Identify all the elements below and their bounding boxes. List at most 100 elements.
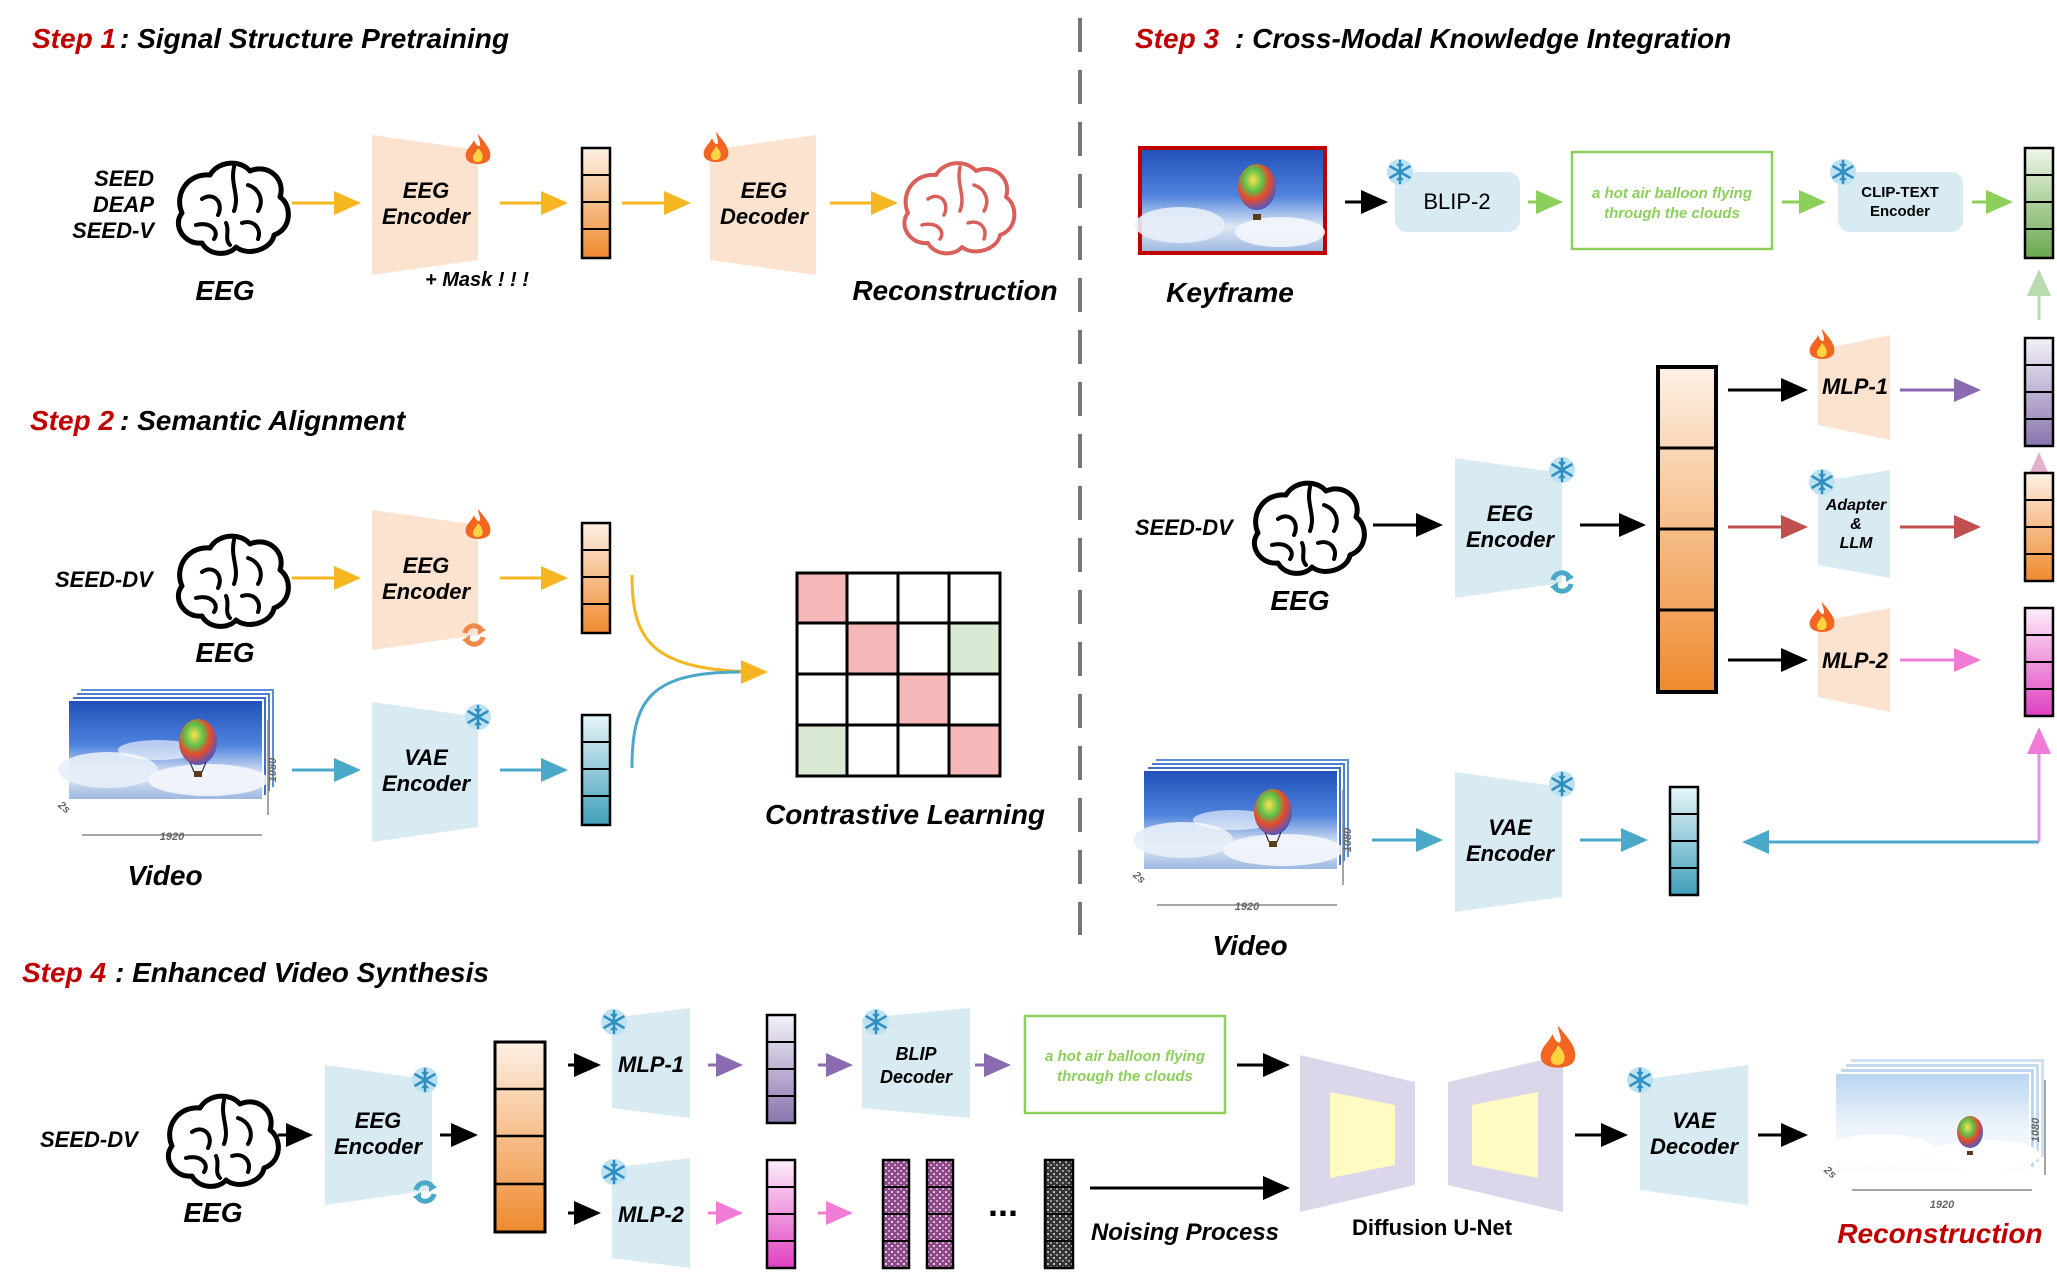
step3-video-width: 1920: [1235, 901, 1260, 913]
step4-caption-line1: a hot air balloon flying: [1045, 1048, 1205, 1065]
snowflake-icon: [463, 702, 493, 732]
step1-latent-vector: [580, 146, 612, 260]
step3-caption-line1: a hot air balloon flying: [1592, 185, 1752, 202]
step3-label: Step 3: [1135, 23, 1219, 54]
step2-eeg-encoder-line2: Encoder: [382, 579, 471, 604]
step2-eeg-encoder-line1: EEG: [403, 553, 449, 578]
step3-mlp2: [1818, 608, 1890, 712]
step1-encoder-line1: EEG: [403, 178, 449, 203]
step2-video-duration: 2s: [55, 799, 73, 817]
blip2-label: BLIP-2: [1423, 189, 1490, 214]
noise-latent-2: [925, 1158, 955, 1270]
step4-video-height: 1080: [2030, 1117, 2042, 1142]
step3-eeg-label: EEG: [1270, 585, 1329, 616]
step4-section: Step 4 : Enhanced Video Synthesis SEED-D…: [22, 957, 2046, 1270]
step4-vae-decoder-line2: Decoder: [1650, 1134, 1739, 1159]
step2-vae-encoder: [372, 702, 478, 842]
step2-video-label: Video: [127, 860, 202, 891]
step3-mlp1: [1818, 335, 1890, 440]
step1-eeg-encoder: [372, 135, 478, 275]
snowflake-icon: [1625, 1065, 1655, 1095]
step3-mlp2-embedding: [2023, 606, 2055, 718]
text-embedding-vector: [2023, 146, 2055, 260]
step3-video-latent-vector: [1668, 785, 1700, 897]
contrastive-matrix: [795, 571, 1002, 778]
step3-caption-box: [1570, 150, 1774, 251]
step3-vae-encoder: [1455, 772, 1562, 912]
brain-icon: [168, 1096, 278, 1186]
step2-video-frames: [57, 687, 276, 801]
step3-adapter-line2: &: [1850, 516, 1862, 533]
step2-label: Step 2: [30, 405, 114, 436]
step2-title: : Semantic Alignment: [120, 405, 407, 436]
step4-mlp1-label: MLP-1: [618, 1052, 684, 1077]
fire-icon: [1809, 602, 1835, 632]
step1-label: Step 1: [32, 23, 116, 54]
step3-adapter-line1: Adapter: [1825, 497, 1887, 514]
step4-output-label: Reconstruction: [1837, 1218, 2042, 1249]
step3-adapter-embedding: [2023, 471, 2055, 583]
snowflake-icon: [599, 1007, 629, 1037]
brain-icon: [178, 536, 288, 626]
step4-vae-decoder-line1: VAE: [1672, 1108, 1717, 1133]
step4-eeg-label: EEG: [183, 1197, 242, 1228]
snowflake-icon: [410, 1065, 440, 1095]
snowflake-icon: [1547, 455, 1577, 485]
reconstructed-video-frames: [1825, 1057, 2046, 1174]
step3-mlp2-label: MLP-2: [1822, 648, 1889, 673]
step1-dataset-seedv: SEED-V: [72, 218, 156, 243]
snowflake-icon: [1807, 467, 1837, 497]
step2-dataset: SEED-DV: [55, 567, 155, 592]
step1-section: Step 1 : Signal Structure Pretraining SE…: [32, 23, 1058, 306]
step1-output-label: Reconstruction: [852, 275, 1057, 306]
clip-text-line1: CLIP-TEXT: [1861, 184, 1939, 201]
step4-mlp2-label: MLP-2: [618, 1202, 685, 1227]
step3-title: : Cross-Modal Knowledge Integration: [1235, 23, 1731, 54]
step4-title: : Enhanced Video Synthesis: [115, 957, 489, 988]
noise-latent-1: [881, 1158, 911, 1270]
step4-eeg-encoder-line1: EEG: [355, 1108, 401, 1133]
step4-noising-label: Noising Process: [1091, 1219, 1279, 1246]
fire-icon: [465, 134, 491, 164]
snowflake-icon: [861, 1007, 891, 1037]
step4-blip-decoder-line1: BLIP: [895, 1044, 937, 1064]
step3-eeg-encoder-line2: Encoder: [1466, 527, 1555, 552]
keyframe-image: [1135, 146, 1327, 255]
step2-video-width: 1920: [160, 831, 185, 843]
fire-icon: [1540, 1025, 1576, 1068]
snowflake-icon: [1385, 157, 1415, 187]
step4-mlp2-embedding: [765, 1158, 797, 1270]
step4-caption-line2: through the clouds: [1057, 1068, 1193, 1085]
step1-dataset-deap: DEAP: [93, 192, 154, 217]
brain-icon: [178, 163, 288, 253]
step3-dataset: SEED-DV: [1135, 515, 1235, 540]
step3-eeg-latent-stack: [1656, 365, 1718, 694]
diffusion-unet: [1300, 1055, 1563, 1212]
clip-text-encoder-box: [1838, 172, 1963, 232]
fire-icon: [703, 132, 729, 162]
step4-dataset: SEED-DV: [40, 1127, 140, 1152]
clip-text-line2: Encoder: [1870, 203, 1930, 220]
step3-mlp1-label: MLP-1: [1822, 374, 1888, 399]
brain-icon: [902, 161, 1017, 256]
step4-blip-decoder: [862, 1008, 970, 1118]
step1-title: : Signal Structure Pretraining: [120, 23, 509, 54]
step3-section: Step 3 : Cross-Modal Knowledge Integrati…: [1130, 23, 2055, 961]
step3-video-frames: [1132, 757, 1351, 871]
step2-merge-curve-blue: [630, 670, 741, 769]
step2-eeg-latent-vector: [580, 521, 612, 635]
step4-mlp2: [612, 1158, 690, 1268]
step2-output-label: Contrastive Learning: [765, 799, 1045, 830]
step1-decoder-line1: EEG: [741, 178, 787, 203]
step2-vae-encoder-line2: Encoder: [382, 771, 471, 796]
brain-icon: [1254, 483, 1364, 573]
snowflake-icon: [1547, 769, 1577, 799]
step1-eeg-decoder: [710, 135, 816, 275]
step4-caption-box: [1023, 1014, 1227, 1115]
step1-encoder-line2: Encoder: [382, 204, 471, 229]
step3-video-height: 1080: [1342, 827, 1354, 852]
step4-eeg-encoder: [325, 1065, 432, 1205]
step4-mlp1: [612, 1008, 690, 1118]
step2-video-latent-vector: [580, 713, 612, 827]
keyframe-label: Keyframe: [1166, 277, 1294, 308]
